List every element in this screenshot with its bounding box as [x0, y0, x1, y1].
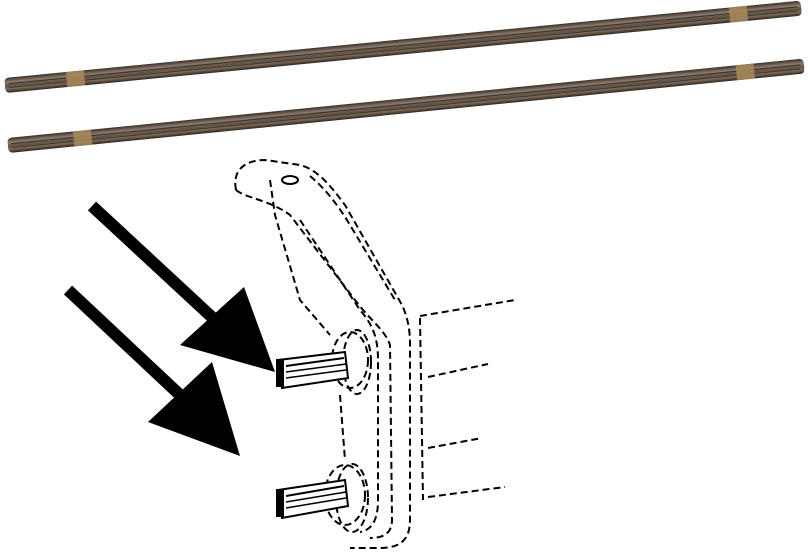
spline-shaft-icon	[276, 478, 350, 520]
tape-band	[72, 129, 93, 147]
spline-shaft-icon	[276, 350, 350, 390]
torsion-bar-icon	[7, 58, 805, 153]
tape-band	[65, 70, 86, 87]
tape-band	[735, 63, 755, 81]
tape-band	[728, 5, 749, 23]
torsion-bar-icon	[4, 1, 802, 93]
arrow-icon	[63, 285, 240, 456]
arrow-icon	[87, 201, 275, 372]
